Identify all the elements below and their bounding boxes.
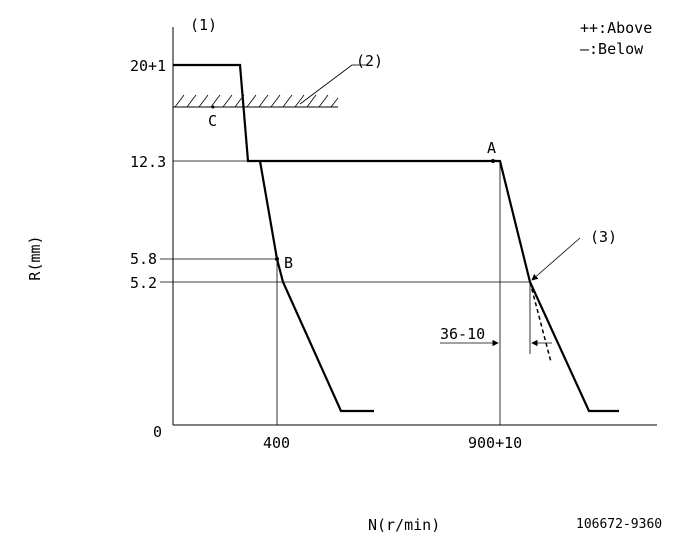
x-axis-label: N(r/min): [368, 516, 440, 534]
y-tick-5-2: 5.2: [130, 274, 157, 292]
point-b-marker: [275, 257, 279, 261]
y-tick-12-3: 12.3: [130, 153, 166, 171]
point-b-label: B: [284, 254, 293, 272]
callout-3: (3): [590, 228, 617, 246]
callout-1: (1): [190, 16, 217, 34]
point-c-label: C: [208, 112, 217, 130]
legend-below: —:Below: [580, 40, 644, 58]
callout-2: (2): [356, 52, 383, 70]
y-tick-0: 0: [153, 423, 162, 441]
curve-left: [173, 63, 374, 413]
stopper-hatch: [173, 94, 339, 108]
callout-2-leader: [299, 64, 353, 105]
legend-above: ++:Above: [580, 19, 652, 37]
dimension-label: 36-10: [440, 325, 485, 343]
y-tick-20: 20+1: [130, 57, 166, 75]
point-c-marker: [211, 105, 215, 109]
y-tick-5-8: 5.8: [130, 250, 157, 268]
point-a-label: A: [487, 139, 496, 157]
part-number: 106672-9360: [576, 517, 662, 532]
y-axis-label: R(mm): [26, 235, 44, 280]
point-a-marker: [491, 159, 495, 163]
callout-3-leader: [531, 237, 581, 281]
x-tick-900: 900+10: [468, 434, 522, 452]
x-tick-400: 400: [263, 434, 290, 452]
curve-right: [260, 159, 619, 413]
